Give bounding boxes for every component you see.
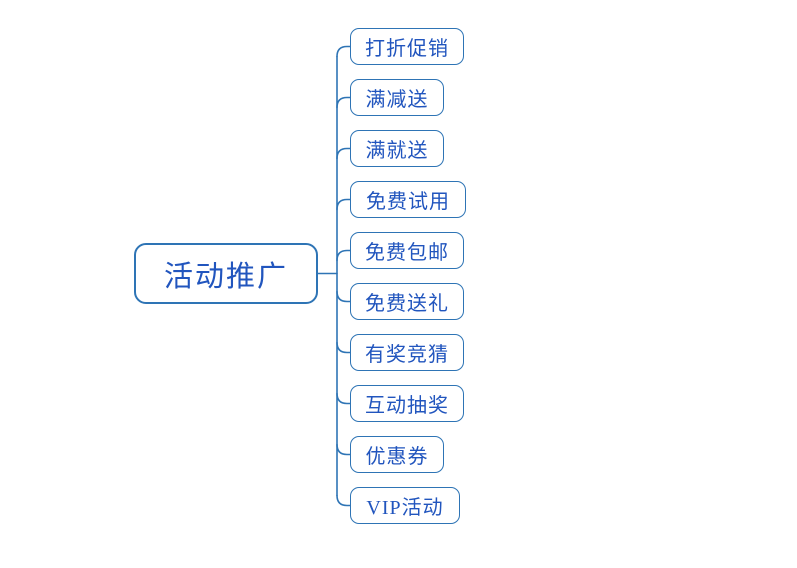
connector-line [336,96,351,109]
topic-node-9[interactable]: 优惠券 [350,436,444,473]
connector-line [336,443,351,456]
topic-node-3[interactable]: 满就送 [350,130,444,167]
root-topic-label: 活动推广 [163,260,288,293]
topic-node-6[interactable]: 免费送礼 [350,283,464,320]
topic-label: 免费试用 [366,191,450,213]
connector-line [336,45,351,58]
topic-label: 满减送 [365,89,429,111]
topic-label: 满就送 [365,140,429,162]
connector-line [336,290,351,303]
connector-line [336,249,351,262]
topic-label: 免费包邮 [365,242,449,264]
topic-label: 互动抽奖 [365,395,449,417]
topic-node-2[interactable]: 满减送 [350,79,444,116]
topic-node-1[interactable]: 打折促销 [350,28,464,65]
connector-line [336,198,351,211]
topic-label: 有奖竞猜 [365,344,449,366]
topic-label: 打折促销 [365,38,449,60]
connector-line [336,494,351,507]
root-topic-node[interactable]: 活动推广 [134,243,318,304]
topic-label: VIP活动 [366,497,444,519]
topic-label: 优惠券 [365,446,429,468]
topic-node-8[interactable]: 互动抽奖 [350,385,464,422]
connector-line [336,147,351,160]
topic-node-7[interactable]: 有奖竞猜 [350,334,464,371]
topic-label: 免费送礼 [365,293,449,315]
topic-node-5[interactable]: 免费包邮 [350,232,464,269]
connector-line [336,341,351,354]
topic-node-4[interactable]: 免费试用 [350,181,466,218]
topic-node-10[interactable]: VIP活动 [350,487,460,524]
connector-line [336,392,351,405]
